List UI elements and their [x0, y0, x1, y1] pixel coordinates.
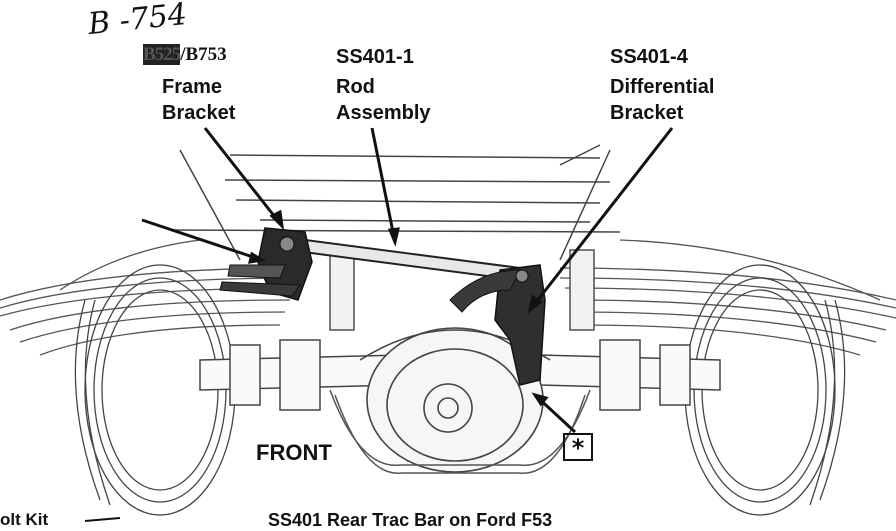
- differential-bracket-line1: Differential: [610, 76, 715, 98]
- frame-bracket-line2: Bracket: [162, 102, 236, 124]
- differential-housing: [359, 327, 551, 473]
- frame-bracket-part-number: B525/B753: [143, 44, 227, 66]
- frame-bracket-part: /B753: [180, 44, 227, 65]
- right-leaf-spring: [559, 239, 896, 356]
- frame-bracket-line1: Frame: [162, 76, 223, 98]
- leader-lines: [84, 127, 674, 522]
- rod-assembly: [286, 236, 522, 282]
- differential-bracket-part-number: SS401-4: [610, 46, 688, 68]
- axle-housing: [199, 339, 721, 411]
- left-leaf-spring: [0, 239, 301, 356]
- star-callout: *: [563, 433, 593, 461]
- rod-assembly-part-number: SS401-1: [336, 46, 414, 68]
- differential-bracket-line2: Bracket: [610, 102, 684, 124]
- rod-assembly-line2: Assembly: [336, 102, 431, 124]
- diagram-caption: SS401 Rear Trac Bar on Ford F53: [268, 510, 553, 530]
- struck-part-number: B525: [143, 44, 181, 65]
- bolt-kit-label: olt Kit: [0, 510, 49, 529]
- rod-assembly-line1: Rod: [336, 76, 375, 98]
- shock-absorbers: [329, 249, 595, 331]
- front-label: FRONT: [256, 440, 332, 465]
- frame-bracket-part: [219, 227, 313, 301]
- lower-tubing: [329, 389, 591, 474]
